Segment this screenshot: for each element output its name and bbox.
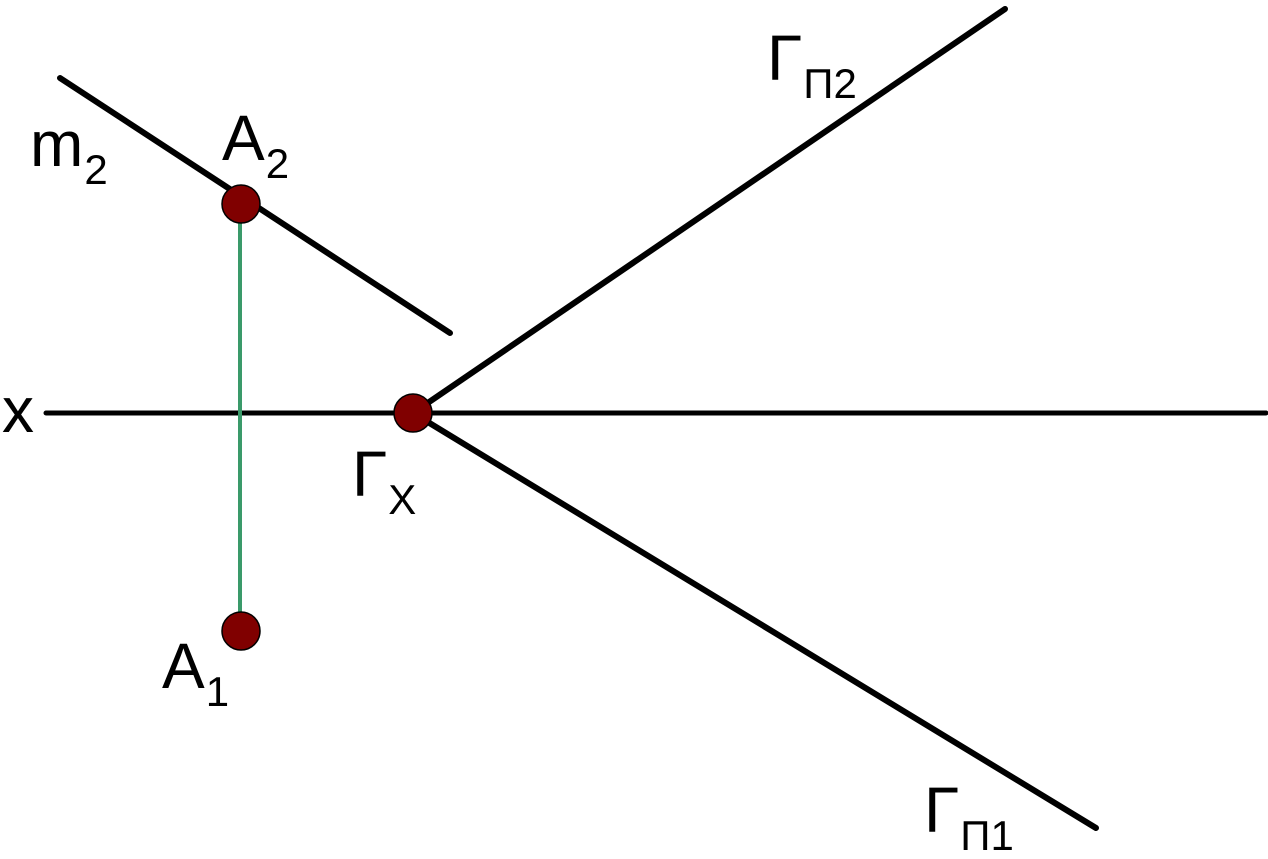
label-x-axis: x [2, 378, 34, 442]
label-gamma-p2: ΓП2 [767, 26, 857, 105]
label-gamma-p1-sub: П1 [960, 812, 1014, 859]
label-a2-main: A [222, 102, 265, 174]
label-gamma-x-main: Γ [352, 438, 388, 510]
point-gamma-x [393, 393, 433, 433]
label-a1-sub: 1 [205, 668, 230, 715]
gamma-p2-trace-line [410, 6, 1008, 416]
point-a2 [221, 184, 261, 224]
label-a2-sub: 2 [265, 140, 290, 187]
label-m2-sub: 2 [84, 146, 108, 193]
label-m2-main: m [30, 108, 84, 180]
label-gamma-x: ΓX [352, 442, 416, 521]
label-gamma-p2-main: Γ [767, 22, 803, 94]
label-a1: A1 [162, 634, 229, 713]
label-gamma-x-sub: X [388, 476, 417, 523]
point-a1 [221, 611, 261, 651]
label-x-main: x [2, 374, 34, 446]
gamma-p1-trace-line [410, 410, 1099, 831]
label-a2: A2 [222, 106, 289, 185]
label-gamma-p2-sub: П2 [803, 60, 857, 107]
label-gamma-p1-main: Γ [924, 774, 960, 846]
label-m2: m2 [30, 112, 108, 191]
label-gamma-p1: ΓП1 [924, 778, 1014, 857]
label-a1-main: A [162, 630, 205, 702]
